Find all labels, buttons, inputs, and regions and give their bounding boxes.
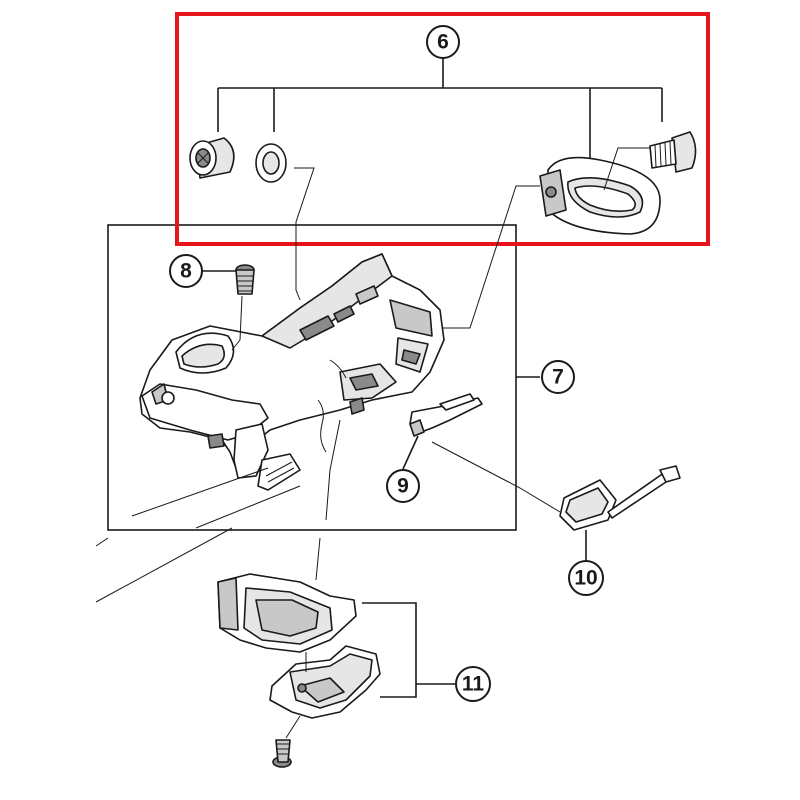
highlighted-parts-box xyxy=(175,12,710,246)
callout-10: 10 xyxy=(568,560,604,596)
svg-text:6: 6 xyxy=(437,31,449,54)
leader-to-cover xyxy=(431,441,561,513)
callout-9-leader xyxy=(402,435,419,470)
leader-washer xyxy=(294,167,315,301)
callout-11: 11 xyxy=(455,666,491,702)
leader-body-lower xyxy=(325,419,341,521)
svg-text:7: 7 xyxy=(552,366,564,389)
callout-6: 6 xyxy=(426,25,460,59)
bushing-nut xyxy=(189,137,235,179)
washer xyxy=(255,143,287,183)
callout-6-bracket xyxy=(217,58,663,158)
callout-9: 9 xyxy=(386,469,420,503)
clamp-screw xyxy=(649,131,697,173)
band-clamp xyxy=(539,156,661,235)
leader-ext-3 xyxy=(315,537,321,581)
small-bolt xyxy=(235,264,255,295)
leader-body-diag-2 xyxy=(195,485,301,529)
upper-cover-half xyxy=(217,573,357,653)
leader-body-screw xyxy=(231,295,243,351)
lower-cover-half xyxy=(269,645,381,719)
svg-text:11: 11 xyxy=(462,673,485,696)
leader-clamp xyxy=(436,185,540,329)
callout-7: 7 xyxy=(541,360,575,394)
leader-screw xyxy=(603,147,650,191)
leader-ext-2 xyxy=(95,527,233,603)
leader-ext-1 xyxy=(95,537,109,547)
shifter-bracket-body xyxy=(139,253,445,491)
leader-body-diag-1 xyxy=(131,467,269,517)
svg-text:10: 10 xyxy=(574,567,597,590)
svg-text:9: 9 xyxy=(397,475,409,498)
lever-spring xyxy=(409,393,483,437)
svg-text:8: 8 xyxy=(180,260,192,283)
leader-cover-screw xyxy=(285,715,301,739)
cover-cap xyxy=(559,465,681,531)
callout-8: 8 xyxy=(169,254,203,288)
callout-11-bracket xyxy=(362,602,456,698)
cover-screw xyxy=(272,739,292,768)
